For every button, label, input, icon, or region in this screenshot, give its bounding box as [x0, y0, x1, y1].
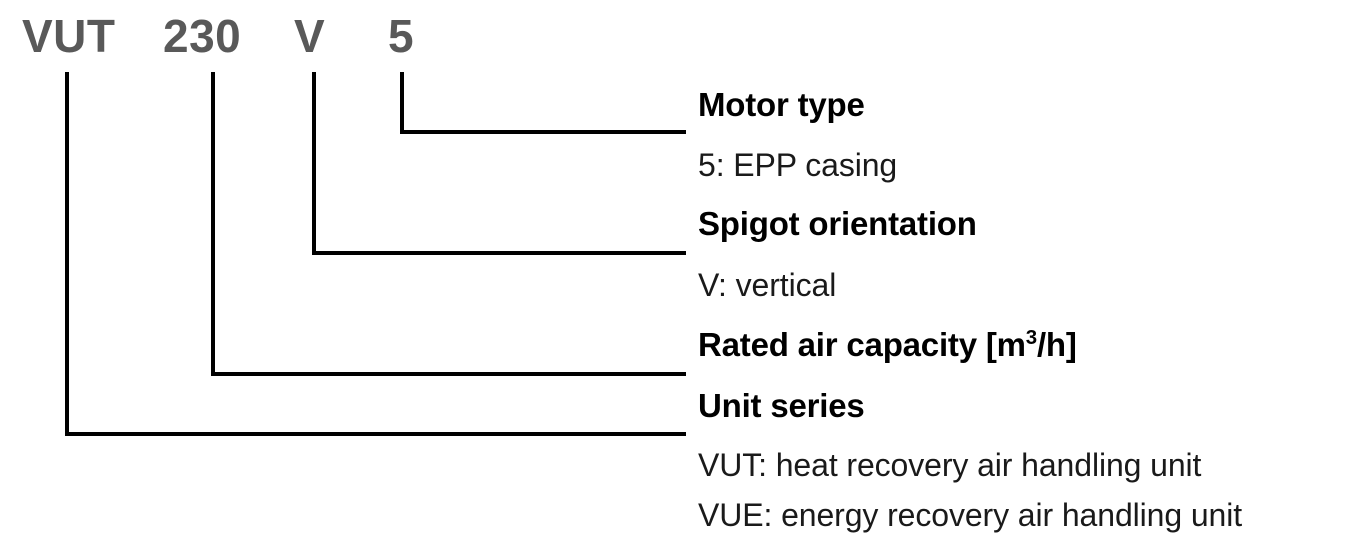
label-unit-series-value-vut: VUT: heat recovery air handling unit: [698, 447, 1202, 483]
code-segment-motor-type: 5: [388, 10, 415, 62]
label-rated-air-capacity-tail: /h]: [1036, 326, 1077, 363]
code-segment-unit-series: VUT: [22, 10, 116, 62]
leader-line-motor-type: [400, 72, 686, 134]
label-unit-series-value-vue: VUE: energy recovery air handling unit: [698, 497, 1243, 533]
leader-line-unit-series: [65, 72, 686, 436]
product-code-row: VUT 230 V 5: [0, 0, 1347, 72]
label-spigot-orientation: Spigot orientation: [698, 205, 977, 242]
label-motor-type: Motor type: [698, 86, 865, 123]
leader-line-rated-air-capacity: [211, 72, 686, 376]
label-rated-air-capacity: Rated air capacity [m3/h]: [698, 326, 1077, 364]
code-segment-air-capacity: 230: [163, 10, 242, 62]
label-rated-air-capacity-text: Rated air capacity [m: [698, 326, 1026, 363]
code-segment-spigot-orientation: V: [294, 10, 326, 62]
label-spigot-orientation-value: V: vertical: [698, 267, 837, 303]
leader-line-spigot-orientation: [312, 72, 686, 255]
label-rated-air-capacity-superscript: 3: [1025, 326, 1037, 349]
label-motor-type-value: 5: EPP casing: [698, 147, 898, 183]
label-column: Motor type 5: EPP casing Spigot orientat…: [698, 0, 1347, 552]
label-unit-series: Unit series: [698, 387, 865, 424]
